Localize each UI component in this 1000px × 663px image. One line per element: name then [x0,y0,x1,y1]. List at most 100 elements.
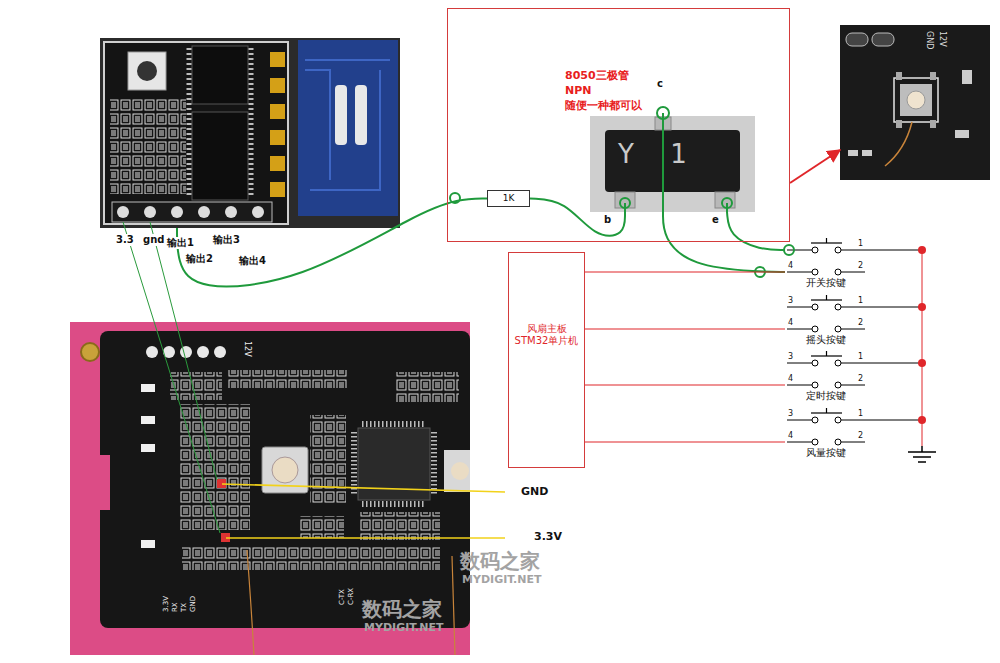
silkscreen-text: 12V [243,341,252,357]
gold-pad [270,130,285,145]
part-note: 8050三极管 [565,70,629,83]
header-pad [117,206,129,218]
led [141,444,155,452]
power-wire [123,222,220,533]
button-caption: 风量按键 [806,447,846,459]
pin-letter: c [657,78,663,90]
chip-pins [354,432,434,496]
pin-number: 3 [788,353,793,361]
wire-joint [722,198,732,208]
fly-wire [885,122,912,166]
pin-label: 输出1 [166,237,195,249]
smd-row [360,512,440,540]
silkscreen-text: GND [925,31,934,49]
part-note: 随便一种都可以 [565,100,642,113]
mcu-box: 风扇主板STM32单片机 [508,252,585,468]
watermark: MYDIGIT.NET [364,622,444,635]
transistor-photo: cY 1be [590,116,755,212]
header-pad [225,206,237,218]
button-cap [907,91,925,109]
wire-label: GND [520,486,549,499]
emitter-wire [727,212,785,250]
smd-row [182,546,440,570]
ground-lead [222,484,505,492]
silkscreen-text: C-TX [338,589,346,605]
board-slot [872,33,894,46]
tactile-button [444,450,470,492]
button-cap [272,457,298,483]
signal-wire [177,199,487,287]
mounting-pad [81,343,99,361]
fly-wire [247,550,254,655]
led [141,416,155,424]
gold-pad [270,104,285,119]
transistor-photo-ground [590,116,755,212]
button-board-photo: GND12V [840,25,990,180]
smd-part [955,130,969,138]
led [141,540,155,548]
pin-label: 输出2 [185,253,214,265]
silkscreen-text: GND [189,596,197,612]
pin-number: 1 [858,240,863,248]
silkscreen-text: RX [171,602,179,612]
push-button-switch: 3142定时按键 [785,353,875,405]
fan-board-illustration [70,322,470,655]
button-line [585,328,785,329]
header-hole [214,346,226,358]
tactile-button [900,84,932,116]
transistor-frame: 8050三极管NPN随便一种都可以1KcY 1be [447,8,790,242]
mcu-text: 风扇主板 [527,323,567,335]
pin-number: 3 [788,410,793,418]
ground-symbol [908,446,936,462]
pin-number: 4 [788,432,793,440]
button-outline [894,78,938,122]
smd-row [180,404,250,530]
header-pad [144,206,156,218]
pin-label: 输出3 [212,234,241,246]
gold-pad [270,156,285,171]
watermark: MYDIGIT.NET [462,574,542,587]
button-board-illustration [840,25,990,180]
header-pad [171,206,183,218]
resistor-value: 1K [503,193,515,203]
pointer-arrow [790,150,840,183]
smd-row [110,98,186,194]
smd-part [848,150,858,156]
smd-row [395,372,459,402]
module-slot [335,85,347,145]
radio-module [298,40,398,216]
junction-dot [918,416,926,424]
header-hole [180,346,192,358]
ic-pins [187,48,192,198]
button-line [585,384,785,385]
button-leg [896,120,902,128]
pin-number: 1 [858,297,863,305]
button-line [585,441,785,442]
smd-row [310,415,346,505]
button-line [585,271,785,272]
relay-module-illustration [100,38,400,228]
collector-wire [663,212,785,272]
silkscreen-text: C-RX [347,588,355,605]
pin-number: 2 [858,319,863,327]
module-slot [355,85,367,145]
push-switch-symbol [787,295,922,332]
board-slot [846,33,868,46]
mcu-text: STM32单片机 [515,335,579,347]
button-cap [451,462,469,480]
wire-label: 3.3V [533,531,563,544]
smd-part [862,150,872,156]
button-leg [930,72,936,80]
pin-letter: e [712,214,719,226]
button-caption: 定时按键 [806,390,846,402]
ground-wire [150,222,217,480]
pin-letter: b [604,214,611,226]
pin-number: 1 [858,353,863,361]
header-hole [146,346,158,358]
module-photo-ground [100,38,400,228]
pin-header [112,202,272,222]
junction-dot [918,359,926,367]
button-caption: 摇头按键 [806,334,846,346]
header-hole [197,346,209,358]
